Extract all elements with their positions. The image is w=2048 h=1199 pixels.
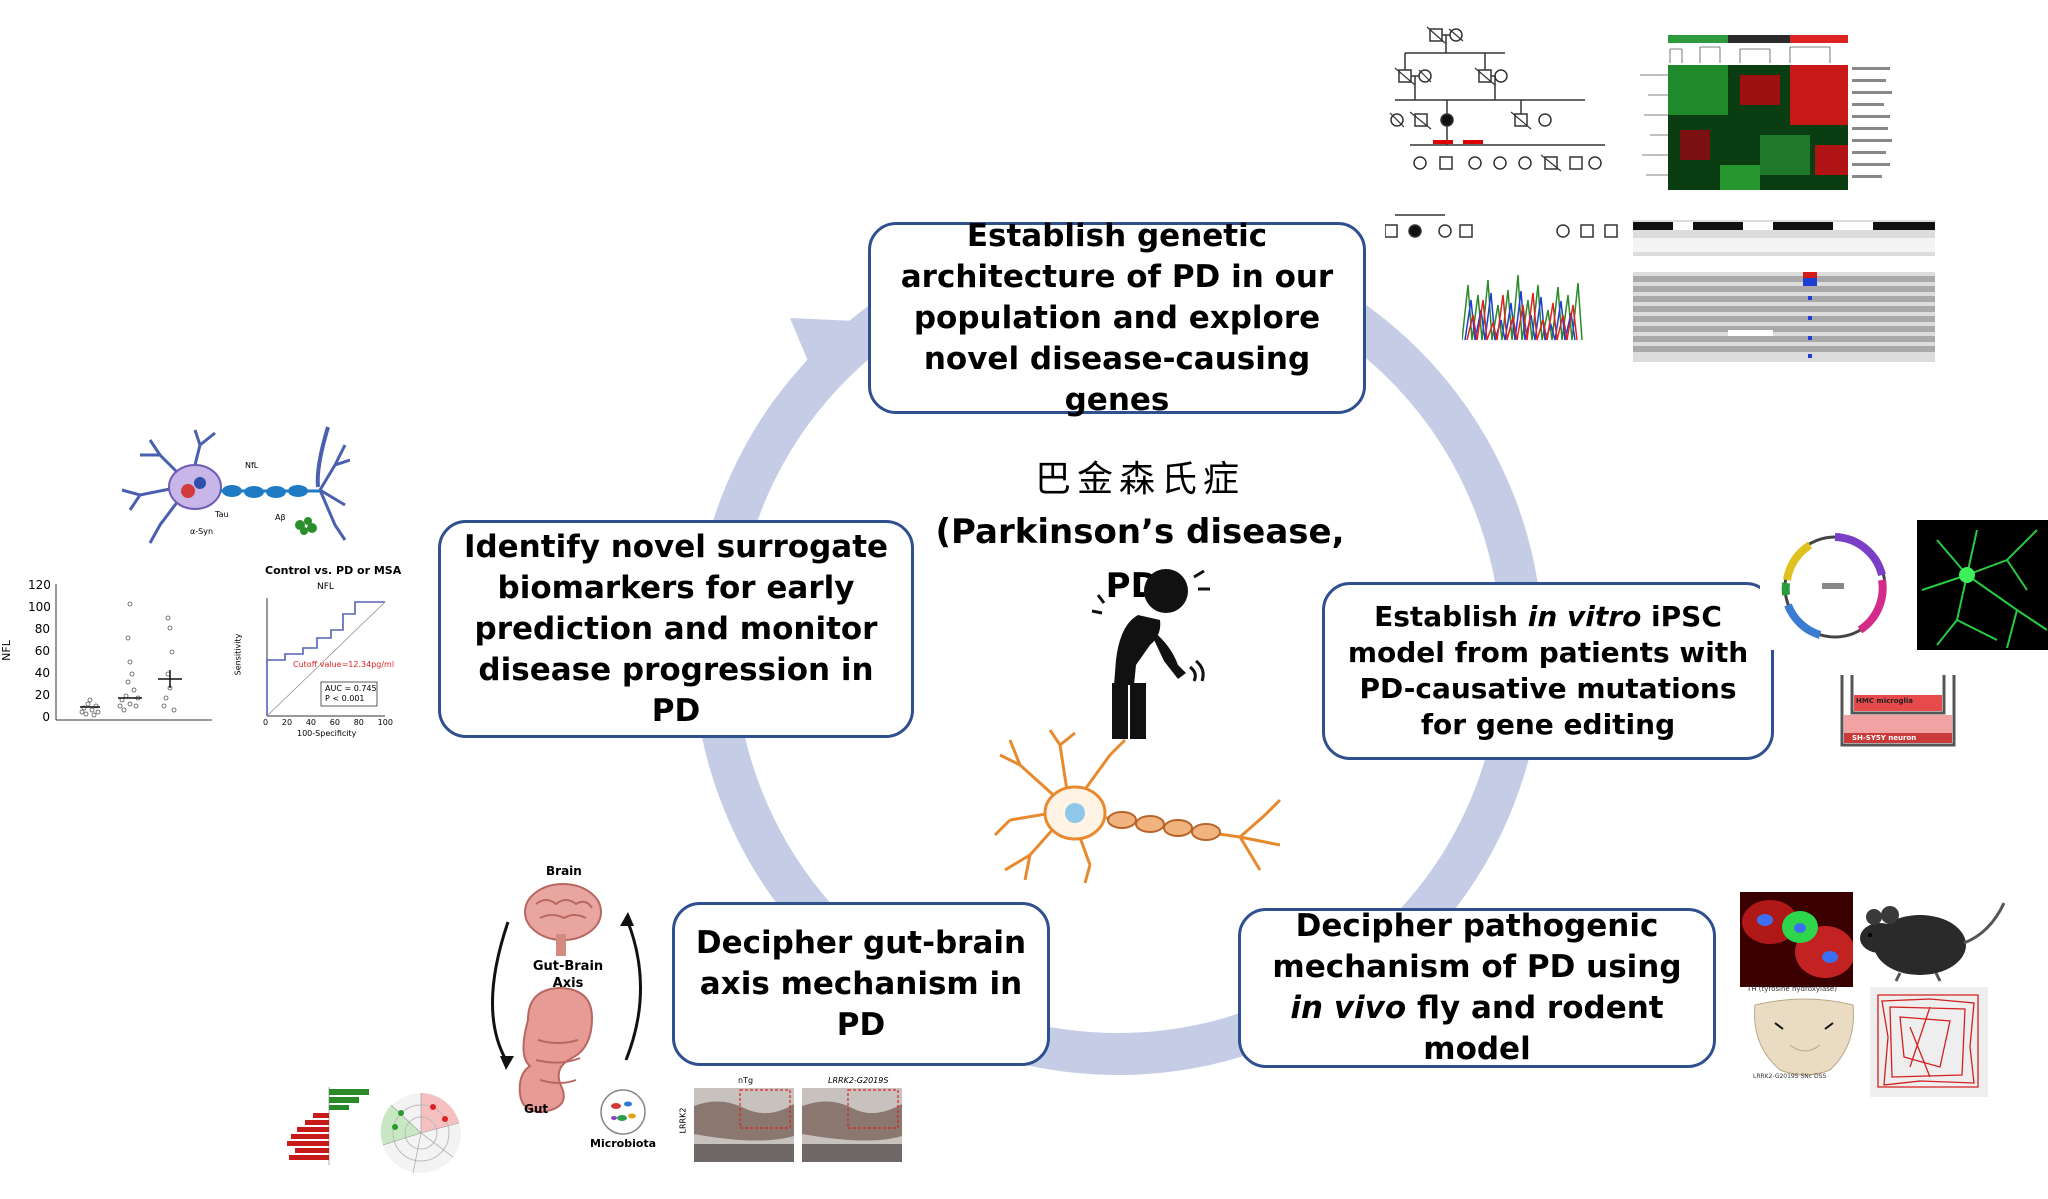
- open-field-track: [1870, 987, 1988, 1097]
- nfl-scatter-plot: NFL 120 100 80 60 40 20 0: [0, 578, 215, 728]
- roc-auc-label: AUC = 0.745: [325, 684, 377, 693]
- mouse-icon: [1860, 902, 2005, 982]
- cladogram: [380, 1093, 461, 1174]
- roc-subtitle: NFL: [317, 582, 334, 592]
- parkinson-person-icon: [1091, 569, 1210, 739]
- roc-title: Control vs. PD or MSA: [265, 564, 402, 577]
- title-chinese: 巴金森氏症: [1034, 459, 1245, 500]
- histology-panel: nTg LRRK2-G2019S LRRK2: [678, 1076, 905, 1166]
- histology-ntg-label: nTg: [738, 1076, 754, 1085]
- gut-brain-box: Decipher gut-brain axis mechanism in PD: [672, 902, 1050, 1066]
- gut-brain-axis-diagram: Brain Gut-Brain Axis Gut Microbiota: [478, 860, 656, 1152]
- heatmap: [1640, 35, 1892, 190]
- microbiota-label: Microbiota: [590, 1137, 657, 1150]
- abeta-label: Aβ: [275, 513, 286, 522]
- heatmap-cells: [1668, 65, 1848, 190]
- pedigree-chart: [1385, 26, 1618, 238]
- coculture-bottom-label: SH-SY5Y neuron: [1852, 734, 1917, 742]
- th-title-label: TH (tyrosine hydroxylase): [1747, 985, 1837, 993]
- histology-lrrk2-label: LRRK2-G2019S: [828, 1076, 889, 1085]
- scatter-y-ticks: 120 100 80 60 40 20 0: [28, 578, 51, 724]
- roc-x-axis-label: 100-Specificity: [297, 729, 357, 738]
- tau-label: Tau: [215, 510, 229, 519]
- th-brain-section: TH (tyrosine hydroxylase) LRRK2-G2019S S…: [1745, 985, 1863, 1085]
- biomarker-neuron-diagram: NfL Tau Aβ α-Syn: [120, 425, 350, 550]
- th-bottom-label: LRRK2-G2019S SNc DSS: [1753, 1073, 1827, 1080]
- pathogenic-mechanism-box: Decipher pathogenic mechanism of PD usin…: [1238, 908, 1716, 1068]
- genetic-architecture-box: Establish genetic architecture of PD in …: [868, 218, 1366, 418]
- gut-brain-axis-label: Gut-Brain Axis: [532, 959, 604, 991]
- nfl-label: NfL: [245, 461, 259, 470]
- chromatogram: [1462, 274, 1583, 341]
- fluorescence-image: [1740, 892, 1853, 987]
- asyn-label: α-Syn: [190, 527, 214, 536]
- ipsc-model-box: Establish in vitro iPSC model from patie…: [1322, 582, 1774, 760]
- roc-p-label: P < 0.001: [325, 694, 365, 703]
- gut-label: Gut: [524, 1102, 549, 1116]
- genome-browser: [1633, 220, 1935, 362]
- ipsc-neuron-image: [1917, 520, 2048, 650]
- neuron-icon: [993, 729, 1282, 884]
- coculture-top-label: HMC microglia: [1856, 697, 1914, 705]
- plasmid-map: [1760, 525, 1902, 650]
- roc-plot: Control vs. PD or MSA NFL Sensitivity Cu…: [225, 562, 415, 742]
- biomarkers-box: Identify novel surrogate biomarkers for …: [438, 520, 914, 738]
- brain-label: Brain: [546, 864, 582, 878]
- lefse-bar-chart: [287, 1087, 369, 1165]
- coculture-diagram: HMC microglia SH-SY5Y neuron: [1838, 675, 1958, 757]
- roc-cutoff-label: Cutoff value=12.34pg/ml: [293, 660, 395, 669]
